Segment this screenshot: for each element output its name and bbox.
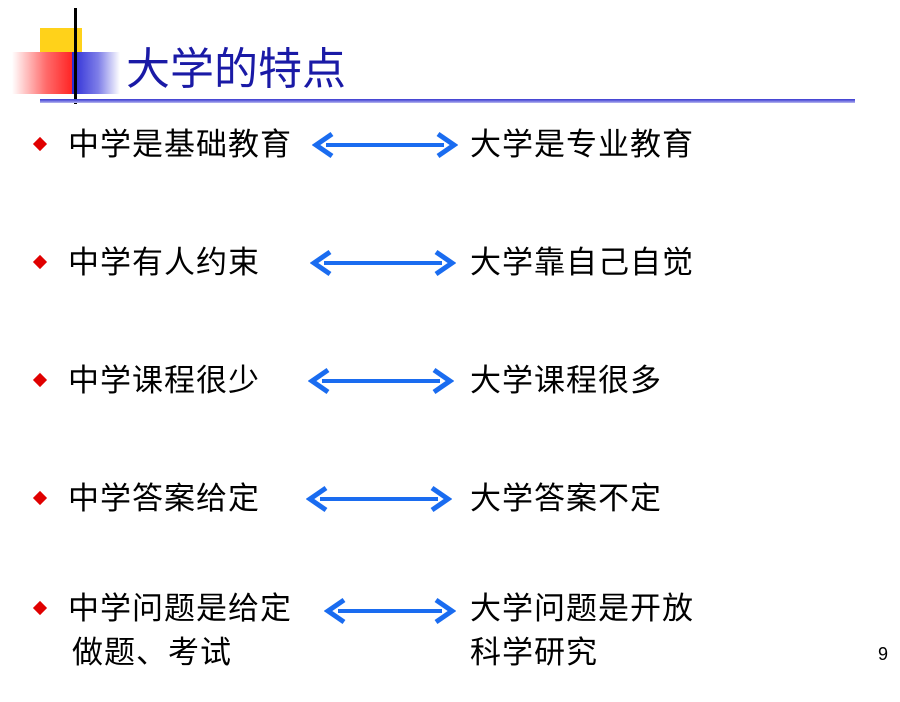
- high-school-statement-line2: 做题、考试: [72, 635, 232, 671]
- high-school-statement: 中学答案给定: [68, 481, 260, 517]
- university-statement: 大学是专业教育: [470, 127, 694, 163]
- double-headed-arrow-icon: [324, 597, 456, 625]
- header-decoration-blue-gradient: [72, 52, 120, 94]
- double-headed-arrow-icon: [310, 249, 456, 277]
- red-diamond-bullet-icon: [32, 136, 48, 152]
- red-diamond-bullet-icon: [32, 600, 48, 616]
- high-school-statement: 中学有人约束: [68, 245, 260, 281]
- comparison-row: 中学问题是给定 做题、考试 大学问题是开放 科学研究: [0, 592, 900, 702]
- title-underline: [40, 99, 855, 103]
- red-diamond-bullet-icon: [32, 490, 48, 506]
- comparison-row: 中学是基础教育 大学是专业教育: [0, 128, 900, 238]
- red-diamond-bullet-icon: [32, 372, 48, 388]
- red-diamond-bullet-icon: [32, 254, 48, 270]
- comparison-row: 中学课程很少 大学课程很多: [0, 364, 900, 474]
- page-number: 9: [877, 644, 888, 664]
- high-school-statement: 中学是基础教育: [68, 127, 292, 163]
- high-school-statement: 中学问题是给定: [68, 591, 292, 627]
- double-headed-arrow-icon: [306, 485, 452, 513]
- double-headed-arrow-icon: [308, 367, 454, 395]
- university-statement: 大学靠自己自觉: [470, 245, 694, 281]
- university-statement: 大学答案不定: [470, 481, 662, 517]
- slide-title: 大学的特点: [126, 44, 346, 95]
- header-decoration-red-gradient: [12, 52, 74, 94]
- university-statement: 大学问题是开放: [470, 591, 694, 627]
- comparison-row: 中学答案给定 大学答案不定: [0, 482, 900, 592]
- high-school-statement: 中学课程很少: [68, 363, 260, 399]
- comparison-row: 中学有人约束 大学靠自己自觉: [0, 246, 900, 356]
- header-decoration-vertical-line: [74, 8, 77, 104]
- university-statement-line2: 科学研究: [470, 635, 598, 671]
- double-headed-arrow-icon: [312, 131, 458, 159]
- university-statement: 大学课程很多: [470, 363, 662, 399]
